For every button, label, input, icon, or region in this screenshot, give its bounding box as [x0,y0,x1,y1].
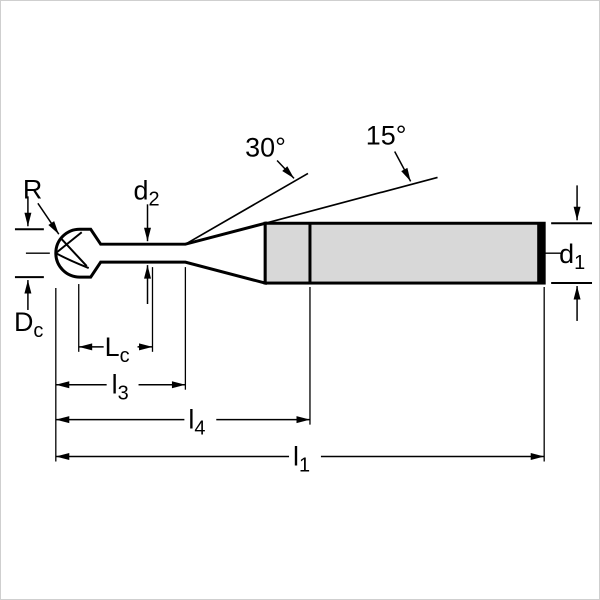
label-dc: Dc [14,307,43,342]
neck-angle-15-line [264,176,438,225]
label-l4: l4 [188,405,205,440]
label-d1: d1 [559,239,585,274]
tool-shank [263,221,546,285]
label-layer: R d2 30° 15° d1 Dc Lc l3 l4 l1 [14,121,585,477]
radius-leader-arrow [37,202,60,235]
shank-end-face [537,223,545,284]
label-l3-sub: 3 [118,383,129,405]
label-d1-main: d [559,239,574,269]
label-l3-main: l [112,370,118,400]
angle-15-arrow [394,151,412,182]
label-dc-main: D [14,307,33,337]
label-d2-sub: 2 [149,188,160,210]
label-dc-sub: c [33,320,43,342]
flute-edge-lower [55,252,90,270]
label-angle-15: 15° [366,121,407,151]
label-l4-sub: 4 [194,418,205,440]
flute-gash-line [60,237,88,267]
label-l1-sub: 1 [299,454,310,476]
label-d1-sub: 1 [574,252,585,274]
label-radius: R [23,174,42,204]
label-angle-30: 30° [245,132,286,162]
label-lc-sub: c [120,345,130,367]
label-l1: l1 [293,441,310,476]
taper-angle-30-line [184,172,309,245]
angle-30-arrow [276,159,295,179]
label-lc: Lc [105,332,130,367]
label-lc-main: L [105,332,120,362]
label-l1-main: l [293,441,299,471]
label-l3: l3 [112,370,129,405]
label-l4-main: l [188,405,194,435]
flute-edge-upper [55,231,83,254]
label-d2-main: d [134,175,149,205]
label-d2: d2 [134,175,160,210]
drawing-layer [14,151,593,462]
cutter-head-neck-outline [54,221,267,285]
